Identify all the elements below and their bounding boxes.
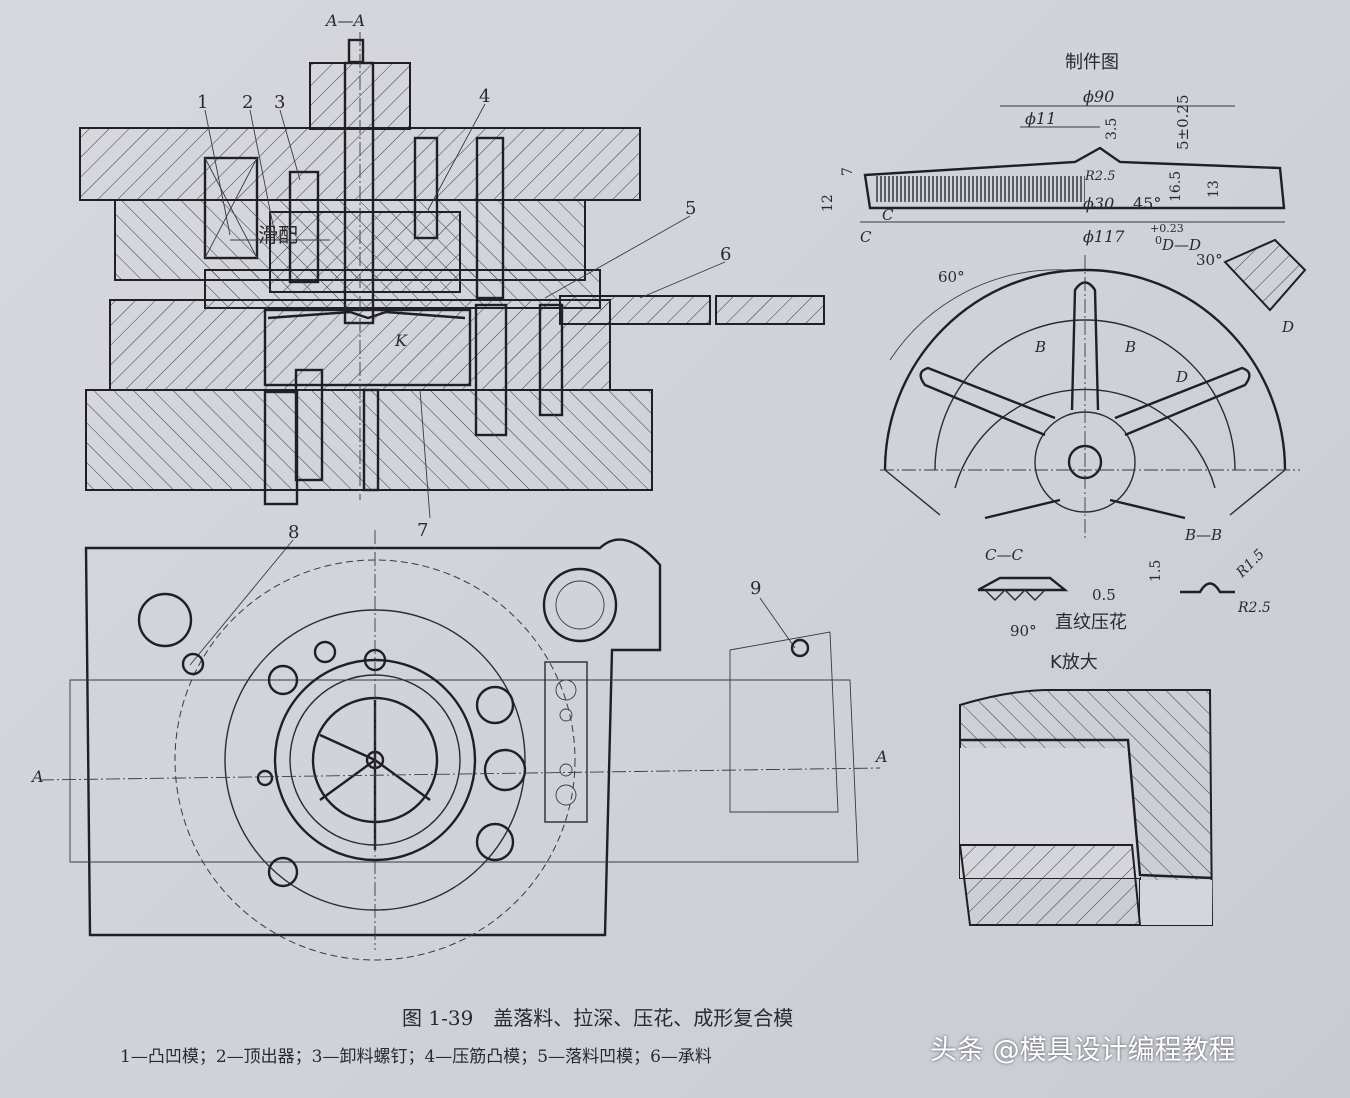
b-label-1: B (1034, 338, 1046, 356)
plan-view: A A (30, 530, 888, 961)
plate-outline (69, 679, 859, 863)
b-label-2: B (1124, 338, 1136, 356)
die-shank (309, 62, 411, 130)
dim-h3-5: 3.5 (1104, 118, 1120, 140)
section-view-a-a: A—A 滑配 K (79, 11, 825, 666)
k-label: K (394, 331, 408, 350)
part-outer-arc (883, 268, 1287, 471)
dim-h13: 13 (1206, 180, 1222, 198)
dim-h16-5: 16.5 (1168, 171, 1184, 202)
part-number-labels: 1 2 3 4 5 6 7 8 9 (189, 86, 796, 666)
part-number-3: 3 (274, 92, 285, 113)
dim-c-1: C (882, 206, 894, 224)
lower-die-plate (85, 389, 653, 491)
dim-d30: ϕ30 (1083, 194, 1114, 213)
figure-legend: 1—凸凹模；2—顶出器；3—卸料螺钉；4—压筋凸模；5—落料凹模；6—承料 (120, 1047, 712, 1067)
dim-d117: ϕ117 (1083, 227, 1125, 246)
dim-a30: 30° (1196, 251, 1223, 269)
k-enlarged-title: K放大 (1050, 652, 1098, 673)
section-b-b: B—B (1184, 526, 1222, 544)
section-d-d: D—D (1161, 236, 1201, 254)
die-cavity (263, 308, 472, 387)
section-arrow-left: A (30, 767, 44, 786)
fit-label: 滑配 (258, 223, 298, 247)
angle-arc-60 (889, 269, 1066, 361)
d-label-1: D (1281, 318, 1294, 336)
top-rod (347, 38, 365, 64)
dim-a45: 45° (1133, 194, 1161, 213)
section-d-d-shape (1223, 238, 1307, 312)
stock-support-6b (715, 295, 825, 325)
part-number-5: 5 (685, 198, 696, 219)
section-c-c: C—C (985, 546, 1023, 564)
figure-caption: 图 1-39 盖落料、拉深、压花、成形复合模 (402, 1006, 794, 1030)
part-number-4: 4 (479, 86, 490, 107)
cc-pitch: 0.5 (1092, 586, 1116, 604)
bb-r1: R1.5 (1233, 546, 1268, 581)
section-title-a-a: A—A (324, 11, 365, 30)
dim-d117-tol: +0.23 (1150, 222, 1184, 235)
centerline-a-a (39, 767, 881, 781)
bb-h: 1.5 (1148, 560, 1164, 582)
lower-die-outline (84, 538, 662, 937)
knurl-text: 直纹压花 (1055, 612, 1127, 633)
dim-a60: 60° (938, 268, 965, 286)
stock-support-6 (559, 295, 711, 325)
cc-angle: 90° (1010, 622, 1037, 640)
part-number-2: 2 (242, 92, 253, 113)
bb-r2: R2.5 (1237, 600, 1271, 616)
dim-d90: ϕ90 (1083, 87, 1114, 106)
center-rod (362, 388, 380, 492)
rib-punch-4 (413, 136, 439, 240)
dim-d11: ϕ11 (1025, 109, 1056, 128)
d-label-2: D (1175, 368, 1188, 386)
section-arrow-right: A (874, 747, 888, 766)
part-profile (863, 146, 1286, 210)
part-number-9: 9 (750, 578, 761, 599)
knurled-area (875, 176, 1085, 202)
watermark: 头条 @模具设计编程教程 (930, 1035, 1236, 1066)
dim-h5: 5±0.25 (1174, 94, 1192, 150)
workpiece (267, 310, 466, 320)
part-drawing-title: 制件图 (1065, 52, 1119, 73)
dim-d117-tol-low: 0 (1155, 234, 1162, 247)
part-number-1: 1 (197, 92, 208, 113)
dim-h12: 12 (820, 194, 836, 212)
ejector-pin (294, 368, 324, 482)
guide-hole-right (542, 567, 618, 643)
k-detail-lower (958, 844, 1142, 926)
part-number-6: 6 (720, 244, 731, 265)
dim-r2-5: R2.5 (1084, 169, 1115, 184)
guide-hole-left (137, 592, 193, 648)
part-drawing: 制件图 ϕ90 ϕ11 ϕ30 45° ϕ117 +0.23 0 R2.5 C … (820, 52, 1307, 926)
dim-h7: 7 (840, 167, 856, 176)
part-8-screw (181, 652, 205, 676)
dim-c-2: C (860, 228, 872, 246)
part-number-7: 7 (417, 520, 428, 541)
part-number-8: 8 (288, 522, 299, 543)
